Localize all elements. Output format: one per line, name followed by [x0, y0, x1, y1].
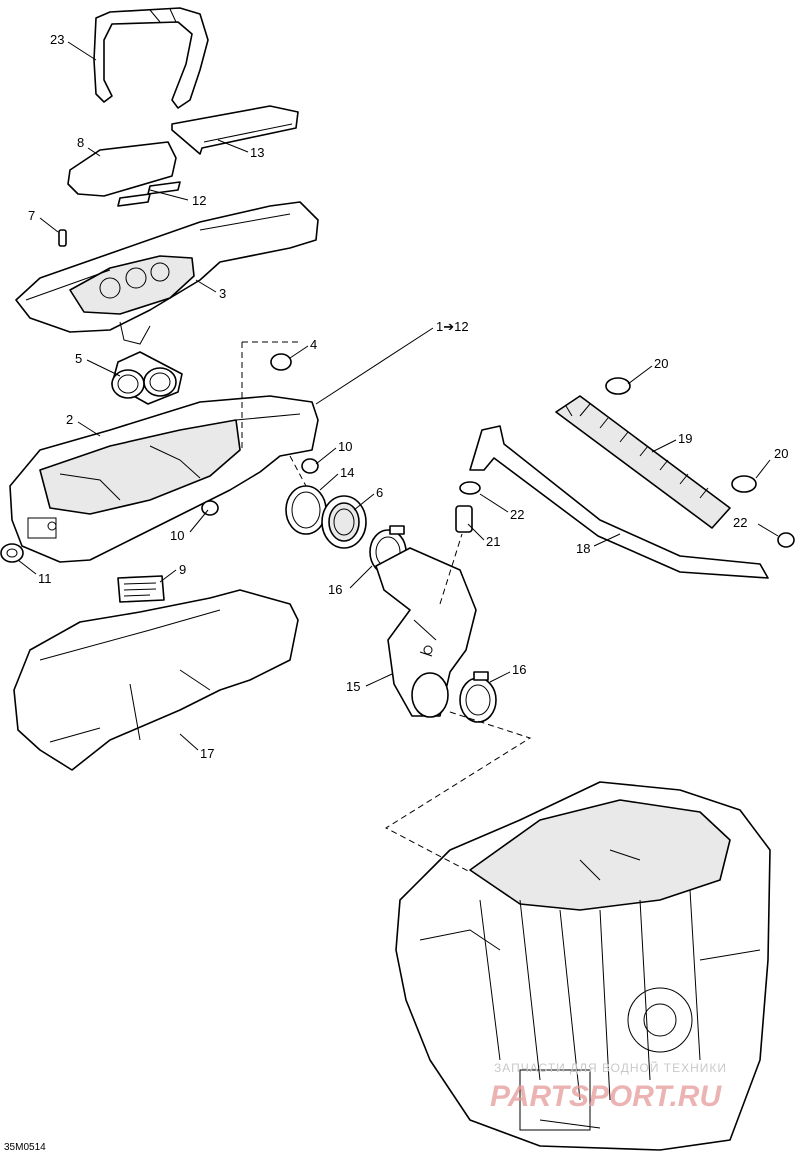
- callout-16a: 16: [328, 582, 342, 597]
- callout-16b: 16: [512, 662, 526, 677]
- part-4-plug: [270, 353, 292, 371]
- part-11-grommet: [0, 543, 24, 563]
- callout-4: 4: [310, 337, 317, 352]
- watermark: ЗАПЧАСТИ ДЛЯ ВОДНОЙ ТЕХНИКИ PARTSPORT.RU: [490, 1060, 727, 1113]
- callout-1-12: 1➔12: [436, 319, 469, 334]
- callout-14: 14: [340, 465, 354, 480]
- callout-22a: 22: [510, 507, 524, 522]
- callout-20a: 20: [654, 356, 668, 371]
- callout-11: 11: [38, 571, 52, 586]
- part-20-clamps: [605, 377, 757, 493]
- part-16-clamps: [369, 525, 497, 723]
- part-23-strap: [93, 7, 209, 109]
- callout-21: 21: [486, 534, 500, 549]
- callout-20b: 20: [774, 446, 788, 461]
- part-9-label: [117, 575, 165, 603]
- part-7-screw: [58, 229, 67, 247]
- part-15-elbow-duct: [375, 547, 477, 718]
- callout-5: 5: [75, 351, 82, 366]
- part-10-plugs: [201, 458, 319, 516]
- part-22-clips: [459, 481, 795, 548]
- callout-22b: 22: [733, 515, 747, 530]
- part-6-seal: [321, 495, 367, 549]
- callout-10b: 10: [170, 528, 184, 543]
- part-19-corrugated-hose: [555, 395, 731, 529]
- callout-12: 12: [192, 193, 206, 208]
- part-13-cover: [171, 105, 299, 155]
- part-8-pad: [67, 141, 177, 197]
- watermark-line2: PARTSPORT.RU: [490, 1080, 722, 1113]
- assembly-lines: [241, 341, 532, 873]
- callout-13: 13: [250, 145, 264, 160]
- callout-8: 8: [77, 135, 84, 150]
- drawing-reference: 35M0514: [4, 1142, 46, 1153]
- part-12-strips: [117, 181, 181, 207]
- callout-9: 9: [179, 562, 186, 577]
- watermark-line1: ЗАПЧАСТИ ДЛЯ ВОДНОЙ ТЕХНИКИ: [494, 1060, 727, 1075]
- callout-19: 19: [678, 431, 692, 446]
- part-3-upper-housing: [15, 201, 319, 345]
- part-17-ducting: [13, 589, 299, 771]
- callout-15: 15: [346, 679, 360, 694]
- callout-18: 18: [576, 541, 590, 556]
- part-18-hose: [469, 425, 769, 579]
- part-2-lower-housing: [9, 395, 319, 563]
- engine: [395, 781, 771, 1151]
- callout-3: 3: [219, 286, 226, 301]
- callout-10a: 10: [338, 439, 352, 454]
- callout-7: 7: [28, 208, 35, 223]
- callout-17: 17: [200, 746, 214, 761]
- leader-lines: [17, 41, 779, 751]
- part-14-ring: [285, 485, 327, 535]
- callout-23: 23: [50, 32, 64, 47]
- callout-6: 6: [376, 485, 383, 500]
- callout-labels: 23 13 8 12 7 3 1➔12 4 5 20 2 19 10 20 14…: [28, 32, 788, 761]
- part-21-fitting: [455, 505, 473, 533]
- callout-2: 2: [66, 412, 73, 427]
- part-5-double-ring: [111, 351, 183, 405]
